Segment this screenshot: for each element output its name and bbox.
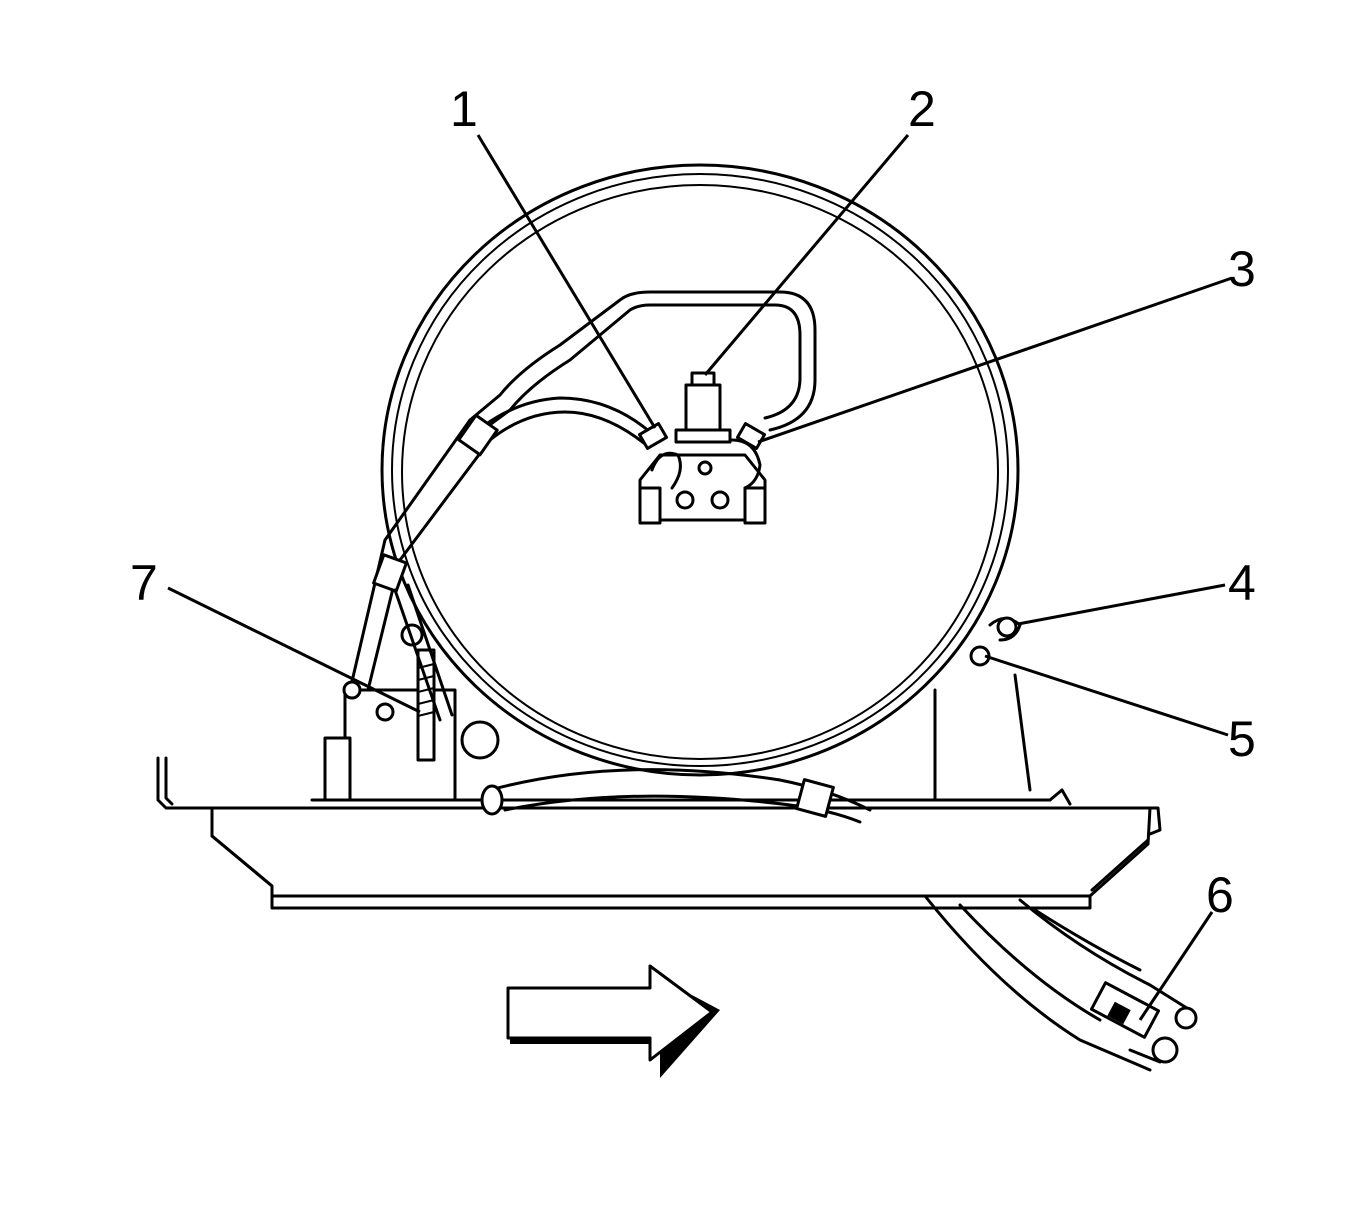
- callout-1: 1: [450, 81, 478, 137]
- callout-6: 6: [1206, 867, 1234, 923]
- leader-2: [703, 134, 910, 376]
- reservoir-canister: [380, 163, 1032, 802]
- callout-3: 3: [1228, 241, 1256, 297]
- fuel-tube-loop: [348, 290, 817, 692]
- callout-4: 4: [1228, 555, 1256, 611]
- leader-1: [476, 134, 657, 429]
- leader-7: [167, 586, 421, 714]
- flange-plate: [156, 756, 1162, 910]
- leader-3: [757, 276, 1233, 444]
- direction-arrow: [506, 964, 720, 1078]
- leader-5: [984, 654, 1229, 737]
- mounting-bracket-left: [323, 583, 500, 802]
- leader-6: [1138, 911, 1214, 1021]
- callout-2: 2: [908, 81, 936, 137]
- callout-7: 7: [130, 555, 158, 611]
- fuel-hose-outlet: [480, 768, 1198, 1072]
- pressure-sensor-assembly: [637, 371, 767, 525]
- leader-4: [1017, 583, 1226, 626]
- callout-labels: 1 2 3 4 5 6 7: [130, 81, 1256, 923]
- leader-lines: [167, 134, 1233, 1021]
- callout-5: 5: [1228, 711, 1256, 767]
